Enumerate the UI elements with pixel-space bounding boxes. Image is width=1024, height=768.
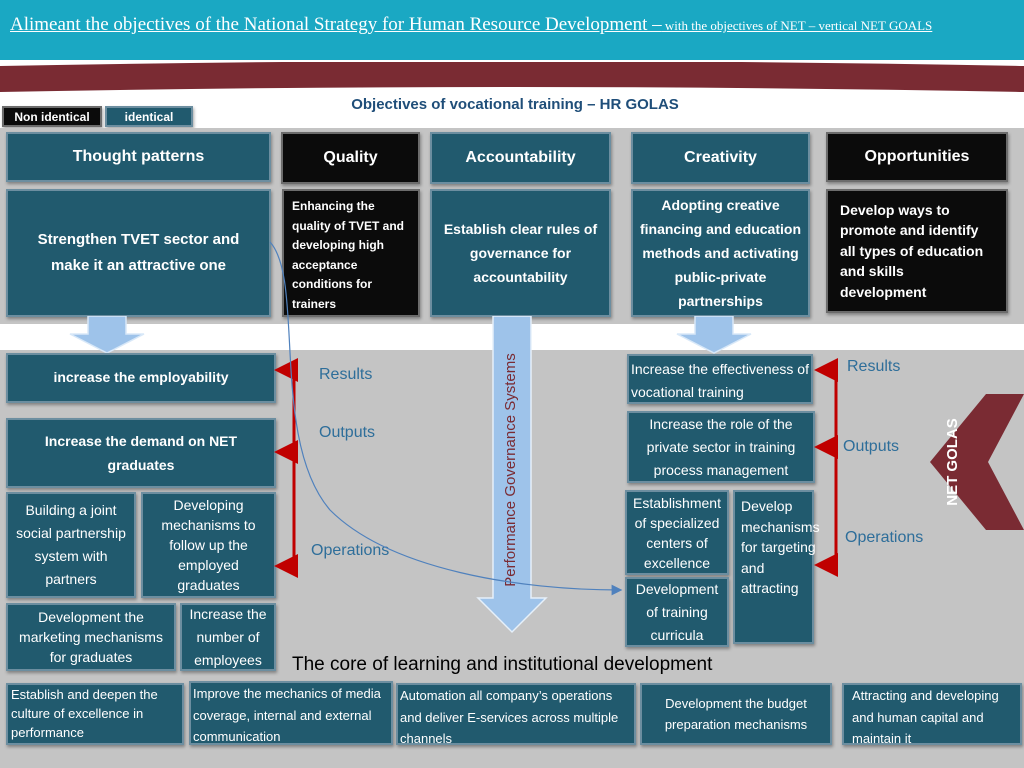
right-down-arrow: [676, 316, 752, 354]
result-employability: increase the employability: [6, 353, 276, 403]
core-item-human-capital: Attracting and developing and human capi…: [842, 683, 1022, 746]
operation-targeting: Develop mechanisms for targeting and att…: [733, 490, 820, 644]
objective-strengthen: Strengthen TVET sector and make it an at…: [6, 189, 271, 317]
operation-follow-up: Developing mechanisms to follow up the e…: [141, 492, 276, 598]
page-title: Alimeant the objectives of the National …: [10, 14, 1020, 36]
operation-centers: Establishment of specialized centers of …: [625, 490, 729, 575]
operation-curricula: Development of training curricula: [625, 577, 729, 647]
header-opportunities: Opportunities: [826, 132, 1008, 182]
objective-opportunities: Develop ways to promote and identify all…: [826, 189, 1008, 313]
left-results-label: Results: [319, 366, 373, 383]
header-thought-patterns: Thought patterns: [6, 132, 271, 182]
left-operations-label: Operations: [311, 542, 390, 559]
right-operations-label: Operations: [845, 529, 924, 546]
right-outputs-label: Outputs: [843, 438, 900, 455]
left-down-arrow: [69, 316, 145, 354]
core-item-excellence: Establish and deepen the culture of exce…: [6, 683, 184, 745]
header-quality: Quality: [281, 132, 420, 184]
core-title: The core of learning and institutional d…: [292, 654, 713, 675]
header-accountability: Accountability: [430, 132, 611, 184]
header-creativity: Creativity: [631, 132, 810, 184]
core-item-media: Improve the mechanics of media coverage,…: [189, 681, 393, 745]
legend-identical: identical: [105, 106, 193, 127]
curved-connector: [269, 241, 623, 596]
title-bar: [0, 0, 1024, 60]
banner-shape: [0, 62, 1024, 110]
legend-non-identical: Non identical: [2, 106, 102, 127]
objective-quality: Enhancing the quality of TVET and develo…: [282, 189, 420, 317]
core-item-automation: Automation all company’s operations and …: [396, 683, 636, 746]
objective-accountability: Establish clear rules of governance for …: [430, 189, 611, 317]
core-item-budget: Development the budget preparation mecha…: [640, 683, 832, 745]
operation-marketing: Development the marketing mechanisms for…: [6, 603, 176, 671]
operation-employees: Increase the number of employees: [180, 603, 276, 671]
left-bracket: [274, 358, 298, 578]
output-private-sector: Increase the role of the private sector …: [627, 411, 815, 483]
right-results-label: Results: [847, 358, 901, 375]
operation-partnership: Building a joint social partnership syst…: [6, 492, 136, 598]
net-goals-chevron: [930, 394, 1024, 530]
left-outputs-label: Outputs: [319, 424, 376, 441]
right-bracket: [814, 358, 838, 577]
banner-title: Objectives of vocational training – HR G…: [351, 96, 679, 113]
title-main: Alimeant the objectives of the National …: [10, 14, 662, 35]
result-effectiveness: Increase the effectiveness of vocational…: [627, 354, 813, 404]
title-sub: with the objectives of NET – vertical NE…: [661, 18, 933, 33]
governance-arrow: [476, 316, 548, 634]
